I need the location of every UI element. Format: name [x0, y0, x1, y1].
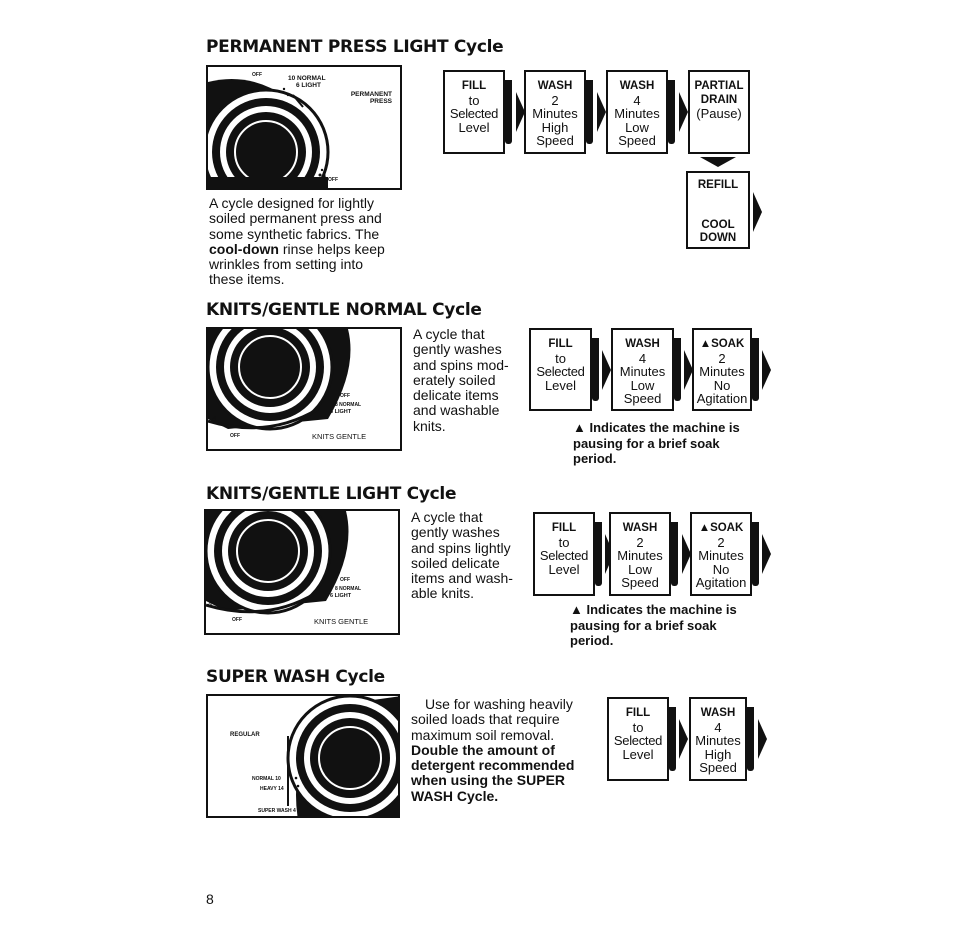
section-title-permanent-press-light: PERMANENT PRESS LIGHT Cycle: [206, 37, 504, 57]
flow-arrow: [679, 92, 688, 132]
flow-arrow: [758, 719, 767, 759]
section-title-super-wash: SUPER WASH Cycle: [206, 667, 385, 687]
description-permanent-press: A cycle designed for lightly soiled perm…: [209, 195, 385, 288]
dial-label-off: OFF: [340, 577, 350, 583]
page-number: 8: [206, 891, 214, 907]
dial-label-off-bottom: OFF: [232, 617, 242, 623]
dial-illustration-knits-gentle-normal: OFF 8 NORMAL 6 LIGHT 4 OFF KNITS GENTLE: [206, 327, 402, 451]
dial-label-off-top: OFF: [252, 72, 262, 78]
dial-illustration-knits-gentle-light: OFF 8 NORMAL 6 LIGHT 4 OFF KNITS GENTLE: [204, 509, 400, 635]
step-wash-low: WASH 2 Minutes Low Speed: [609, 512, 678, 596]
step-fill: FILL to Selected Level: [443, 70, 512, 154]
dial-label-off-bottom: OFF: [230, 433, 240, 439]
description-super-wash: Use for washing heavily soiled loads tha…: [411, 696, 575, 804]
flow-arrow: [684, 350, 693, 390]
dial-label-four: 4: [208, 599, 213, 608]
step-wash-high: WASH 4 Minutes High Speed: [689, 697, 754, 781]
dial-label-cycle-name: KNITS GENTLE: [312, 432, 367, 441]
dial-label-normal: 10 NORMAL: [288, 75, 326, 82]
dial-illustration-super-wash: REGULAR NORMAL 10 HEAVY 14 SUPER WASH 4: [206, 694, 400, 818]
step-fill: FILL to Selected Level: [607, 697, 676, 781]
flow-arrow: [762, 534, 771, 574]
flow-arrow: [753, 192, 762, 232]
dial-label-normal: 8 NORMAL: [335, 402, 362, 408]
step-wash-low: WASH 4 Minutes Low Speed: [611, 328, 681, 411]
section-title-knits-gentle-normal: KNITS/GENTLE NORMAL Cycle: [206, 300, 482, 320]
dial-label-normal: 8 NORMAL: [335, 586, 362, 592]
flow-arrow: [762, 350, 771, 390]
soak-note: ▲ Indicates the machine is pausing for a…: [573, 420, 740, 466]
description-knits-gentle-light: A cycle that gently washes and spins lig…: [411, 509, 513, 602]
dial-label-cycle-name: KNITS GENTLE: [314, 617, 369, 626]
dial-label-light: 6 LIGHT: [330, 593, 352, 599]
step-partial-drain: PARTIAL DRAIN (Pause): [688, 70, 750, 154]
dial-label-heavy: HEAVY 14: [260, 786, 284, 792]
flow-arrow: [516, 92, 525, 132]
step-wash-high: WASH 2 Minutes High Speed: [524, 70, 593, 154]
description-knits-gentle-normal: A cycle that gently washes and spins mod…: [413, 326, 509, 434]
dial-illustration-permanent-press: OFF 10 NORMAL 6 LIGHT PERMANENT PRESS OF…: [206, 65, 402, 190]
dial-label-light: 6 LIGHT: [296, 82, 321, 89]
step-fill: FILL to Selected Level: [529, 328, 599, 411]
dial-label-off: OFF: [340, 393, 350, 399]
dial-label-super-wash: SUPER WASH 4: [258, 808, 296, 814]
dial-label-off-bottom: OFF: [328, 177, 338, 183]
step-fill: FILL to Selected Level: [533, 512, 602, 596]
dial-label-light: 6 LIGHT: [330, 409, 352, 415]
step-refill-cool-down: REFILL COOL DOWN: [686, 171, 750, 249]
dial-label-cycle-name: PERMANENT PRESS: [350, 91, 392, 105]
down-arrow-icon: [700, 157, 736, 167]
dial-label-normal: NORMAL 10: [252, 776, 281, 782]
dial-label-regular: REGULAR: [230, 732, 260, 738]
flow-arrow: [679, 719, 688, 759]
step-soak: ▲SOAK 2 Minutes No Agitation: [692, 328, 759, 411]
soak-note: ▲ Indicates the machine is pausing for a…: [570, 602, 737, 648]
section-title-knits-gentle-light: KNITS/GENTLE LIGHT Cycle: [206, 484, 457, 504]
step-soak: ▲SOAK 2 Minutes No Agitation: [690, 512, 759, 596]
dial-label-four: 4: [212, 414, 217, 423]
flow-arrow: [602, 350, 611, 390]
flow-arrow: [597, 92, 606, 132]
step-wash-low: WASH 4 Minutes Low Speed: [606, 70, 675, 154]
flow-arrow: [682, 534, 691, 574]
